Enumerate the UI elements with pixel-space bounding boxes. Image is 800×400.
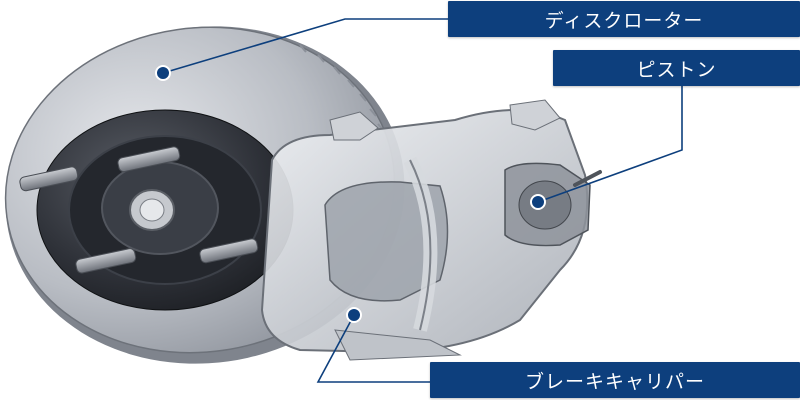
disc-rotor-marker <box>155 65 171 81</box>
brake-caliper-label: ブレーキキャリパー <box>430 362 800 398</box>
wheel-studs <box>19 146 259 274</box>
brake-caliper-label-text: ブレーキキャリパー <box>524 370 705 393</box>
piston-leader <box>537 86 683 203</box>
disc-rotor-leader <box>162 18 448 74</box>
caliper-leader <box>316 314 430 383</box>
caliper-marker <box>346 307 362 323</box>
marker-dots <box>155 65 546 323</box>
disc-rotor-label: ディスクローター <box>448 1 800 37</box>
piston-label: ピストン <box>553 50 800 86</box>
piston-marker <box>530 194 546 210</box>
piston-label-text: ピストン <box>636 58 717 81</box>
center-nut <box>129 189 175 231</box>
disc-rotor-label-text: ディスクローター <box>544 9 704 32</box>
leader-lines <box>162 18 683 383</box>
